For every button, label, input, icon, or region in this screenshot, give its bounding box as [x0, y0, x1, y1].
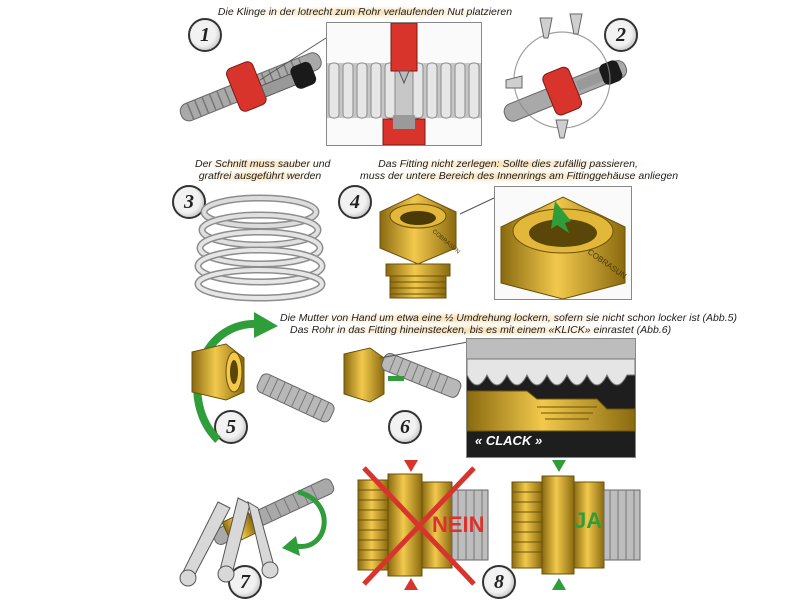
step-number-2: 2: [604, 18, 638, 52]
red-arrow-down-icon: [404, 460, 418, 472]
step-4-detail-panel: COBRASUN: [494, 186, 632, 300]
tighten-arrow-icon: [282, 536, 300, 556]
yes-label: JA: [574, 508, 603, 533]
corrugated-pipe-closeup: [327, 23, 481, 145]
step-number-5: 5: [214, 410, 248, 444]
loosened-fitting-illustration: [191, 343, 245, 401]
zoom-callout-line-6: [379, 341, 469, 359]
zoom-callout-line-4: [459, 197, 495, 215]
step-number-4: 4: [338, 185, 372, 219]
cross-section-illustration: [467, 339, 635, 432]
corrugated-pipe-step-5: [256, 373, 335, 423]
step-6-clack-detail-panel: « CLACK »: [466, 338, 636, 458]
zoom-callout-line: [259, 37, 327, 81]
step-number-8: 8: [482, 565, 516, 599]
step-number-3: 3: [172, 185, 206, 219]
green-arrow-up-icon: [552, 578, 566, 590]
step-1-caption: Die Klinge in der lotrecht zum Rohr verl…: [215, 6, 515, 20]
pipe-inserted-fitting-illustration: [343, 347, 462, 403]
cross-mark-line-2: [362, 466, 476, 586]
rotating-pipe-cutter-illustration: [503, 13, 628, 139]
wrench-tightening-illustration: [179, 478, 335, 587]
brass-fitting-illustration: COBRASUN: [379, 193, 461, 299]
step-4-caption-line-1: Das Fitting nicht zerlegen: Sollte dies …: [368, 158, 648, 172]
pipe-cutter-on-pipe-illustration: [179, 52, 322, 122]
inner-ring-closeup: COBRASUN: [500, 196, 628, 299]
correct-tightening-illustration: [511, 460, 641, 590]
green-arrow-down-icon: [552, 460, 566, 472]
clean-cut-pipe-end-illustration: [194, 194, 326, 302]
no-label: NEIN: [432, 512, 485, 537]
step-3-caption-line-1: Der Schnitt muss sauber und: [195, 158, 331, 172]
step-number-6: 6: [388, 410, 422, 444]
step-5-6-caption-line-2: Das Rohr in das Fitting hineinstecken, b…: [290, 324, 672, 338]
step-5-6-caption-line-1: Die Mutter von Hand um etwa eine ½ Umdre…: [280, 312, 737, 326]
red-arrow-up-icon: [404, 578, 418, 590]
insertion-arrow-icon: [388, 376, 404, 381]
green-arrow-icon: [551, 201, 571, 233]
step-3-caption-line-2: gratfrei ausgeführt werden: [195, 170, 325, 184]
incorrect-tightening-illustration: [357, 460, 489, 590]
step-1-detail-panel: [326, 22, 482, 146]
clack-label: « CLACK »: [475, 433, 543, 448]
step-number-1: 1: [188, 18, 222, 52]
step-4-caption-line-2: muss der untere Bereich des Innenrings a…: [360, 170, 679, 184]
